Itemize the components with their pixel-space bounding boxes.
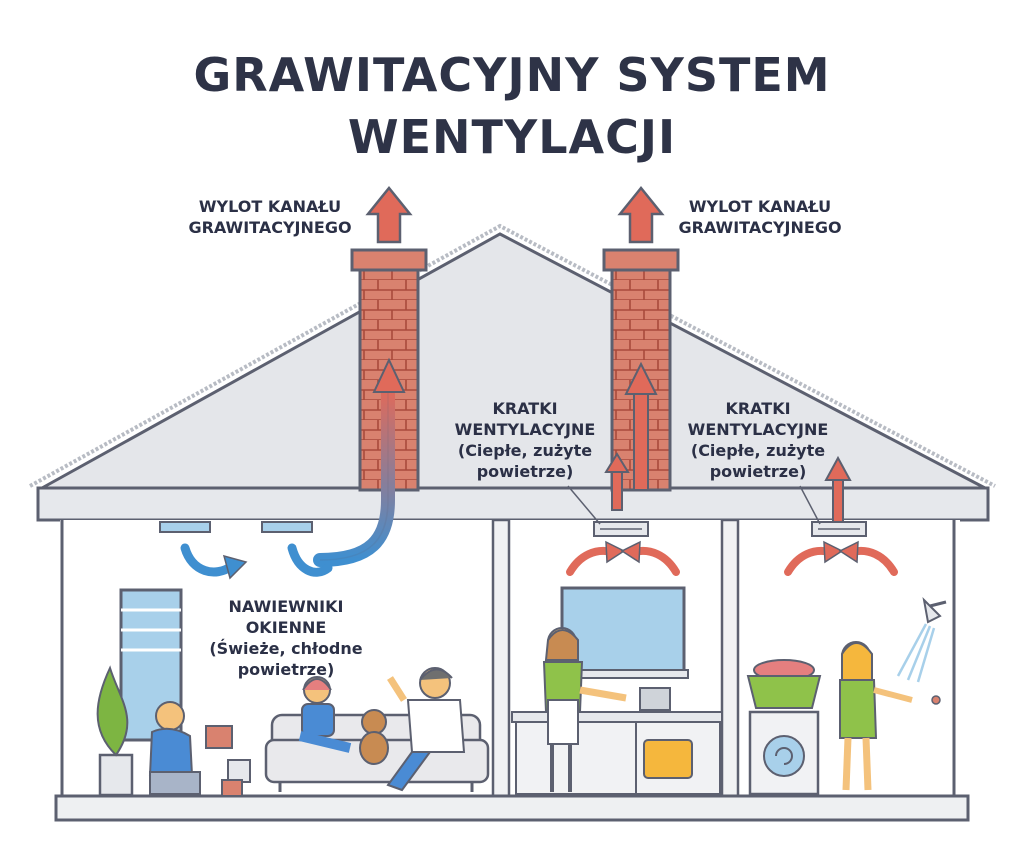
outlet-arrow-right (617, 186, 665, 244)
grilles-label-middle-line-2: WENTYLACYJNE (454, 420, 596, 439)
grilles-label-right-line-4: powietrze) (709, 462, 807, 481)
washing-machine (748, 710, 820, 796)
outlet-label-left: WYLOT KANAŁU GRAWITACYJNEGO (170, 196, 370, 238)
grilles-label-right: KRATKI WENTYLACYJNE (Ciepłe, zużyte powi… (668, 398, 848, 482)
woman-cooking (542, 627, 627, 792)
outlet-label-right-line-2: GRAWITACYJNEGO (678, 218, 842, 237)
child-playing (148, 701, 251, 797)
outlet-label-left-line-2: GRAWITACYJNEGO (188, 218, 352, 237)
grilles-label-right-line-1: KRATKI (725, 399, 791, 418)
man (386, 667, 466, 792)
shower (896, 597, 947, 683)
vents-label-line-4: powietrze) (237, 660, 335, 679)
girl (298, 676, 352, 753)
duct-arrow-left (313, 383, 395, 567)
window-vent-1 (159, 521, 211, 533)
title-line-1: GRAWITACYJNY SYSTEM (193, 48, 831, 102)
grilles-label-middle-line-1: KRATKI (492, 399, 558, 418)
eave-slab (36, 486, 990, 522)
kitchen-counter (511, 687, 723, 795)
grilles-label-right-line-3: (Ciepłe, zużyte (690, 441, 826, 460)
outlet-label-left-line-1: WYLOT KANAŁU (198, 197, 342, 216)
outlet-arrow-left (365, 186, 413, 244)
title-line-2: WENTYLACJI (347, 110, 677, 164)
grilles-label-middle-line-3: (Ciepłe, zużyte (457, 441, 593, 460)
woman-bathroom (839, 641, 941, 791)
vents-label-line-3: (Świeże, chłodne (209, 639, 363, 658)
floor (54, 794, 970, 822)
grilles-label-middle: KRATKI WENTYLACYJNE (Ciepłe, zużyte powi… (435, 398, 615, 482)
outlet-label-right: WYLOT KANAŁU GRAWITACYJNEGO (660, 196, 860, 238)
teddy-bear (359, 709, 389, 765)
outlet-label-right-line-1: WYLOT KANAŁU (688, 197, 832, 216)
duct-arrows-right (604, 361, 658, 511)
vents-label: NAWIEWNIKI OKIENNE (Świeże, chłodne powi… (196, 596, 376, 680)
window-vent-2 (261, 521, 313, 533)
vents-label-line-1: NAWIEWNIKI (228, 597, 344, 616)
vents-label-line-2: OKIENNE (245, 618, 327, 637)
plant (96, 665, 134, 797)
laundry-basket (746, 659, 822, 709)
grilles-label-right-line-2: WENTYLACYJNE (687, 420, 829, 439)
grille-arrow-right-room (824, 455, 852, 523)
grilles-label-middle-line-4: powietrze) (476, 462, 574, 481)
